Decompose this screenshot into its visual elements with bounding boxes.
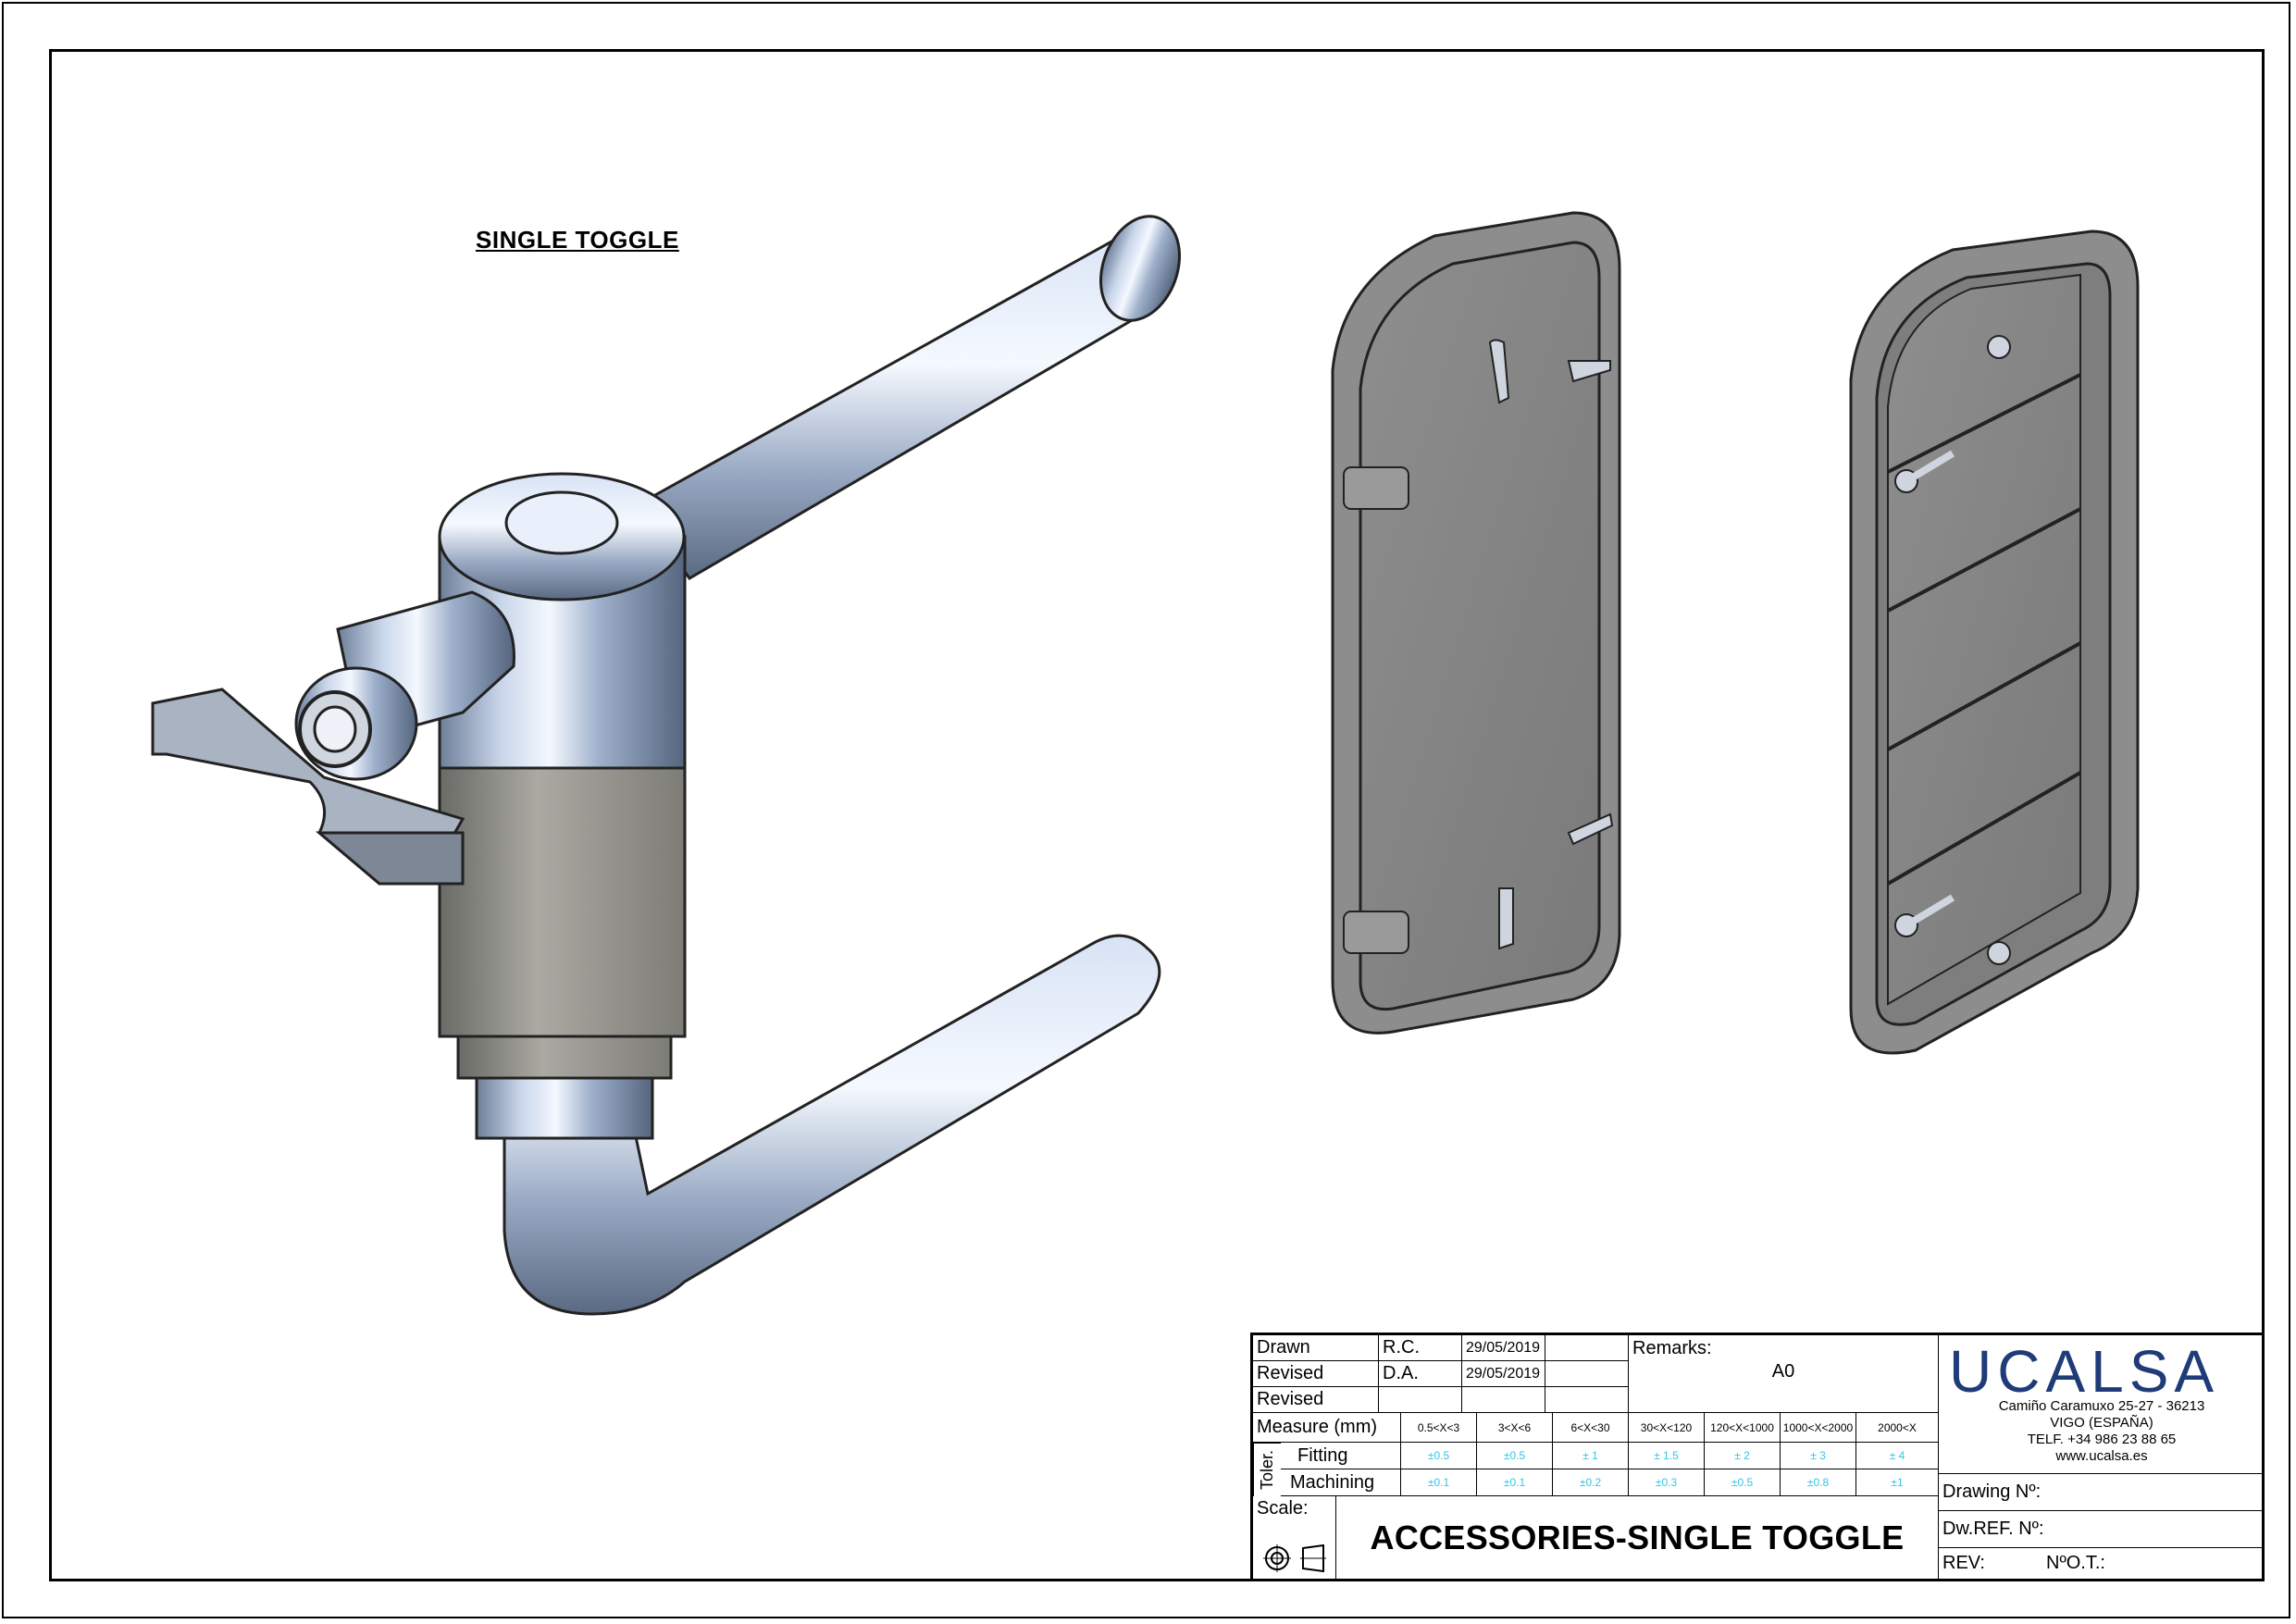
ot-label: NºO.T.: xyxy=(2042,1548,2265,1580)
measure-range: 1000<X<2000 xyxy=(1781,1413,1856,1443)
revised-2-extra xyxy=(1545,1387,1629,1413)
address-line-1: Camiño Caramuxo 25-27 - 36213 xyxy=(1998,1398,2205,1414)
toggle-handle xyxy=(151,590,515,886)
revised-2-label: Revised xyxy=(1253,1387,1379,1413)
toler-label: Toler. xyxy=(1253,1443,1281,1496)
door-front-view xyxy=(1331,211,1621,1035)
machining-value: ±0.1 xyxy=(1477,1469,1553,1496)
projection-symbols xyxy=(1253,1543,1336,1580)
revised-date: 29/05/2019 xyxy=(1462,1361,1545,1387)
fitting-value: ± 1 xyxy=(1553,1443,1629,1469)
remarks-value: A0 xyxy=(1629,1361,1939,1413)
machining-value: ±0.2 xyxy=(1553,1469,1629,1496)
measure-label: Measure (mm) xyxy=(1253,1413,1401,1443)
drawn-initials: R.C. xyxy=(1379,1335,1462,1361)
projection-circle-icon xyxy=(1262,1543,1291,1578)
measure-range: 3<X<6 xyxy=(1477,1413,1553,1443)
machining-label: Machining xyxy=(1281,1469,1401,1496)
drawing-title: SINGLE TOGGLE xyxy=(476,226,679,254)
drawing-number-label: Drawing Nº: xyxy=(1939,1474,2265,1511)
fitting-value: ±0.5 xyxy=(1401,1443,1477,1469)
rev-label: REV: xyxy=(1939,1548,2042,1580)
measure-range: 2000<X xyxy=(1856,1413,1939,1443)
drawn-extra xyxy=(1545,1335,1629,1361)
door-inside-view xyxy=(1849,229,2140,1055)
machining-value: ±0.3 xyxy=(1629,1469,1705,1496)
measure-range: 6<X<30 xyxy=(1553,1413,1629,1443)
fitting-label: Fitting xyxy=(1281,1443,1401,1469)
toggle-upper-bar xyxy=(636,215,1182,580)
revised-initials: D.A. xyxy=(1379,1361,1462,1387)
address-line-2: VIGO (ESPAÑA) xyxy=(2050,1415,2153,1431)
company-address: Camiño Caramuxo 25-27 - 36213 VIGO (ESPA… xyxy=(1939,1398,2265,1465)
dw-ref-label: Dw.REF. Nº: xyxy=(1939,1511,2265,1548)
machining-value: ±0.1 xyxy=(1401,1469,1477,1496)
remarks-label: Remarks: xyxy=(1629,1335,1939,1361)
scale-label: Scale: xyxy=(1253,1496,1336,1543)
fitting-value: ± 4 xyxy=(1856,1443,1939,1469)
drawn-label: Drawn xyxy=(1253,1335,1379,1361)
machining-value: ±0.8 xyxy=(1781,1469,1856,1496)
title-block: Drawn R.C. 29/05/2019 Revised D.A. 29/05… xyxy=(1250,1333,2265,1580)
fitting-value: ± 1.5 xyxy=(1629,1443,1705,1469)
fitting-value: ± 2 xyxy=(1705,1443,1781,1469)
main-title: ACCESSORIES-SINGLE TOGGLE xyxy=(1336,1496,1939,1580)
revised-2-initials xyxy=(1379,1387,1462,1413)
machining-value: ±0.5 xyxy=(1705,1469,1781,1496)
projection-cone-icon xyxy=(1299,1543,1326,1578)
measure-range: 120<X<1000 xyxy=(1705,1413,1781,1443)
revised-2-date xyxy=(1462,1387,1545,1413)
measure-range: 0.5<X<3 xyxy=(1401,1413,1477,1443)
fitting-value: ± 3 xyxy=(1781,1443,1856,1469)
drawing-frame xyxy=(49,49,2265,1581)
revised-label: Revised xyxy=(1253,1361,1379,1387)
company-web: www.ucalsa.es xyxy=(2055,1448,2148,1464)
machining-value: ±1 xyxy=(1856,1469,1939,1496)
measure-range: 30<X<120 xyxy=(1629,1413,1705,1443)
revised-extra xyxy=(1545,1361,1629,1387)
company-block xyxy=(1939,1335,2265,1474)
toggle-cylinder xyxy=(438,472,687,1140)
drawn-date: 29/05/2019 xyxy=(1462,1335,1545,1361)
company-phone: TELF. +34 986 23 88 65 xyxy=(2027,1432,2177,1447)
toggle-lower-bar xyxy=(503,934,1161,1316)
fitting-value: ±0.5 xyxy=(1477,1443,1553,1469)
company-logo: UCALSA xyxy=(1949,1338,2220,1405)
